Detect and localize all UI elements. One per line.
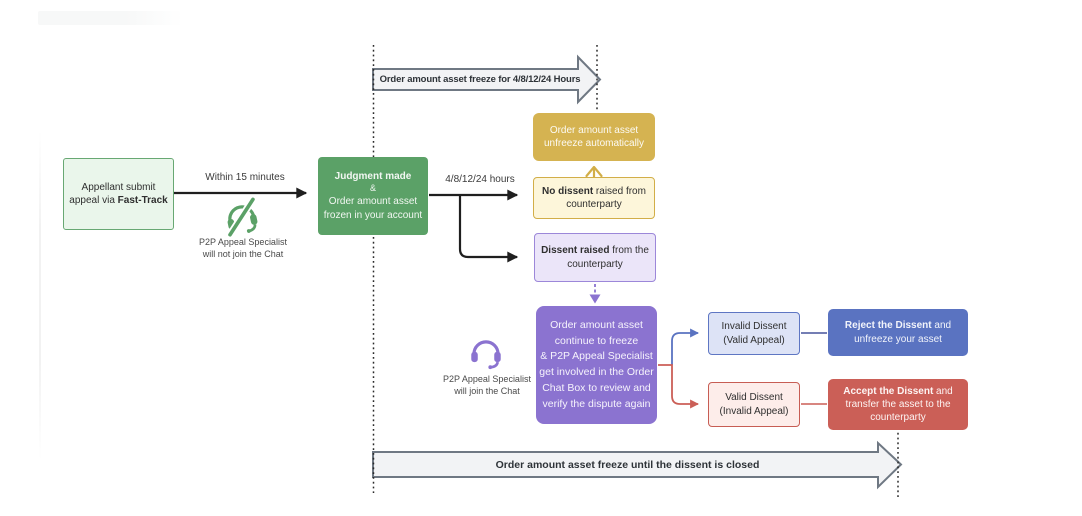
- judgment-node: Judgment made & Order amount asset froze…: [318, 157, 428, 235]
- invalid-dissent-node: Invalid Dissent (Valid Appeal): [708, 312, 800, 355]
- hours-label: 4/8/12/24 hours: [445, 174, 515, 185]
- no-dissent-node: No dissent raised from counterparty: [533, 177, 655, 219]
- fork-invalid-arrow: [671, 328, 699, 365]
- page-edge-artifact: [38, 11, 183, 25]
- valid-dissent-node: Valid Dissent (Invalid Appeal): [708, 382, 800, 427]
- headset-muted-icon: [226, 195, 258, 239]
- fork-valid-arrow: [658, 364, 699, 409]
- specialist-join-caption: P2P Appeal Specialist will join the Chat: [443, 374, 531, 397]
- dissent-branch-arrow: [458, 195, 519, 263]
- dissent-raised-node: Dissent raised from the counterparty: [534, 233, 656, 282]
- unfreeze-auto-node: Order amount asset unfreeze automaticall…: [533, 113, 655, 161]
- page-edge-line: [39, 130, 41, 460]
- freeze-timeline-top-arrow: [372, 54, 602, 105]
- freeze-timeline-bottom-arrow: [372, 440, 903, 490]
- freeze-timeline-top-label: Order amount asset freeze for 4/8/12/24 …: [379, 73, 581, 85]
- specialist-not-join-caption: P2P Appeal Specialist will not join the …: [199, 237, 287, 260]
- appellant-node: Appellant submit appeal via Fast-Track: [63, 158, 174, 230]
- freeze-timeline-bottom-label: Order amount asset freeze until the diss…: [495, 458, 760, 471]
- dissent-flow-arrow: [589, 284, 601, 304]
- continue-freeze-node: Order amount asset continue to freeze & …: [536, 306, 657, 424]
- accept-dissent-node: Accept the Dissent and transfer the asse…: [828, 379, 968, 430]
- reject-dissent-node: Reject the Dissent and unfreeze your ass…: [828, 309, 968, 356]
- headset-icon: [471, 340, 501, 370]
- within-15-minutes-label: Within 15 minutes: [205, 172, 285, 183]
